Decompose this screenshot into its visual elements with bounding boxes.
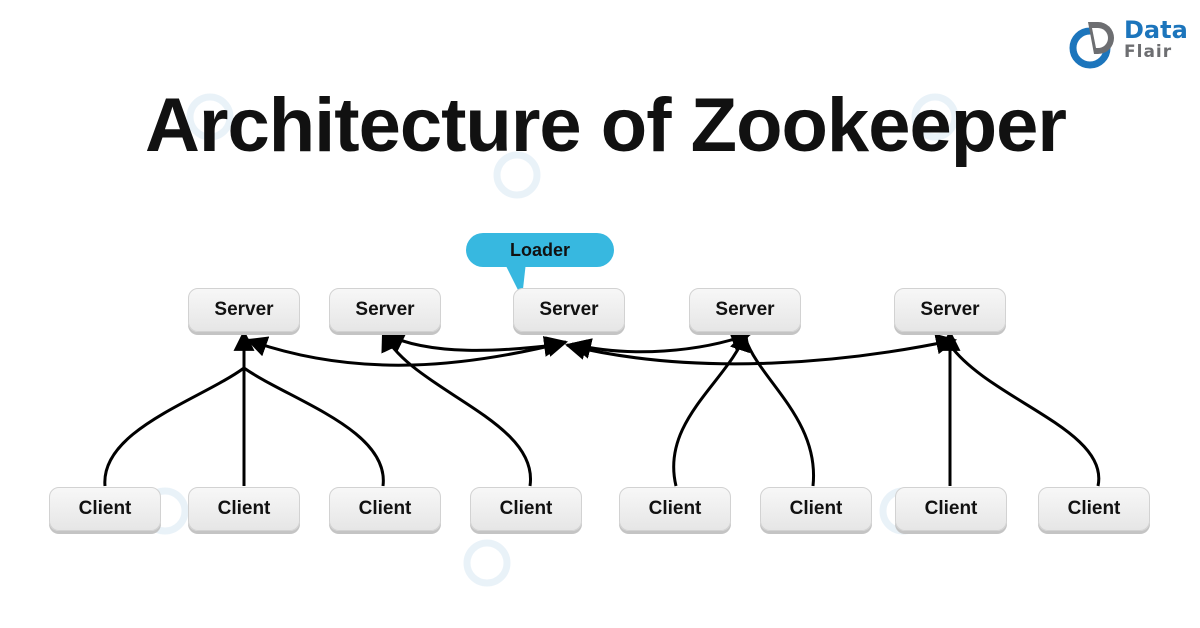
logo-text-flair: Flair (1124, 42, 1173, 62)
client-node: Client (49, 487, 161, 531)
watermark-logo (463, 539, 511, 587)
server-node: Server (894, 288, 1006, 332)
client-node: Client (619, 487, 731, 531)
edge-leader-server5 (564, 333, 958, 366)
watermark-logo (911, 93, 959, 141)
edge-client3-server1 (243, 366, 385, 487)
watermark-logo (493, 151, 541, 199)
leader-server-node: Server (513, 288, 625, 332)
edge-client5-server4 (672, 330, 750, 487)
server-node: Server (689, 288, 801, 332)
logo-text-data: Data (1124, 16, 1188, 44)
page-title: Architecture of Zookeeper (145, 83, 1067, 168)
server-node: Server (188, 288, 300, 332)
client-node: Client (895, 487, 1007, 531)
edge-client6-server4 (744, 339, 816, 487)
client-node: Client (760, 487, 872, 531)
edge-server2-leader (383, 332, 566, 357)
client-node: Client (470, 487, 582, 531)
watermark-logo (186, 93, 234, 141)
server-node: Server (329, 288, 441, 332)
dataflair-logo: Data Flair (1066, 14, 1188, 72)
edge-client4-server2 (381, 330, 532, 487)
client-node: Client (1038, 487, 1150, 531)
client-node: Client (188, 487, 300, 531)
leader-callout: Loader (466, 233, 614, 267)
edge-leader-server4 (569, 330, 752, 359)
edge-client8-server5 (948, 344, 1101, 487)
dataflair-logo-icon (1069, 22, 1114, 69)
client-node: Client (329, 487, 441, 531)
edge-client1-server1 (103, 329, 255, 487)
